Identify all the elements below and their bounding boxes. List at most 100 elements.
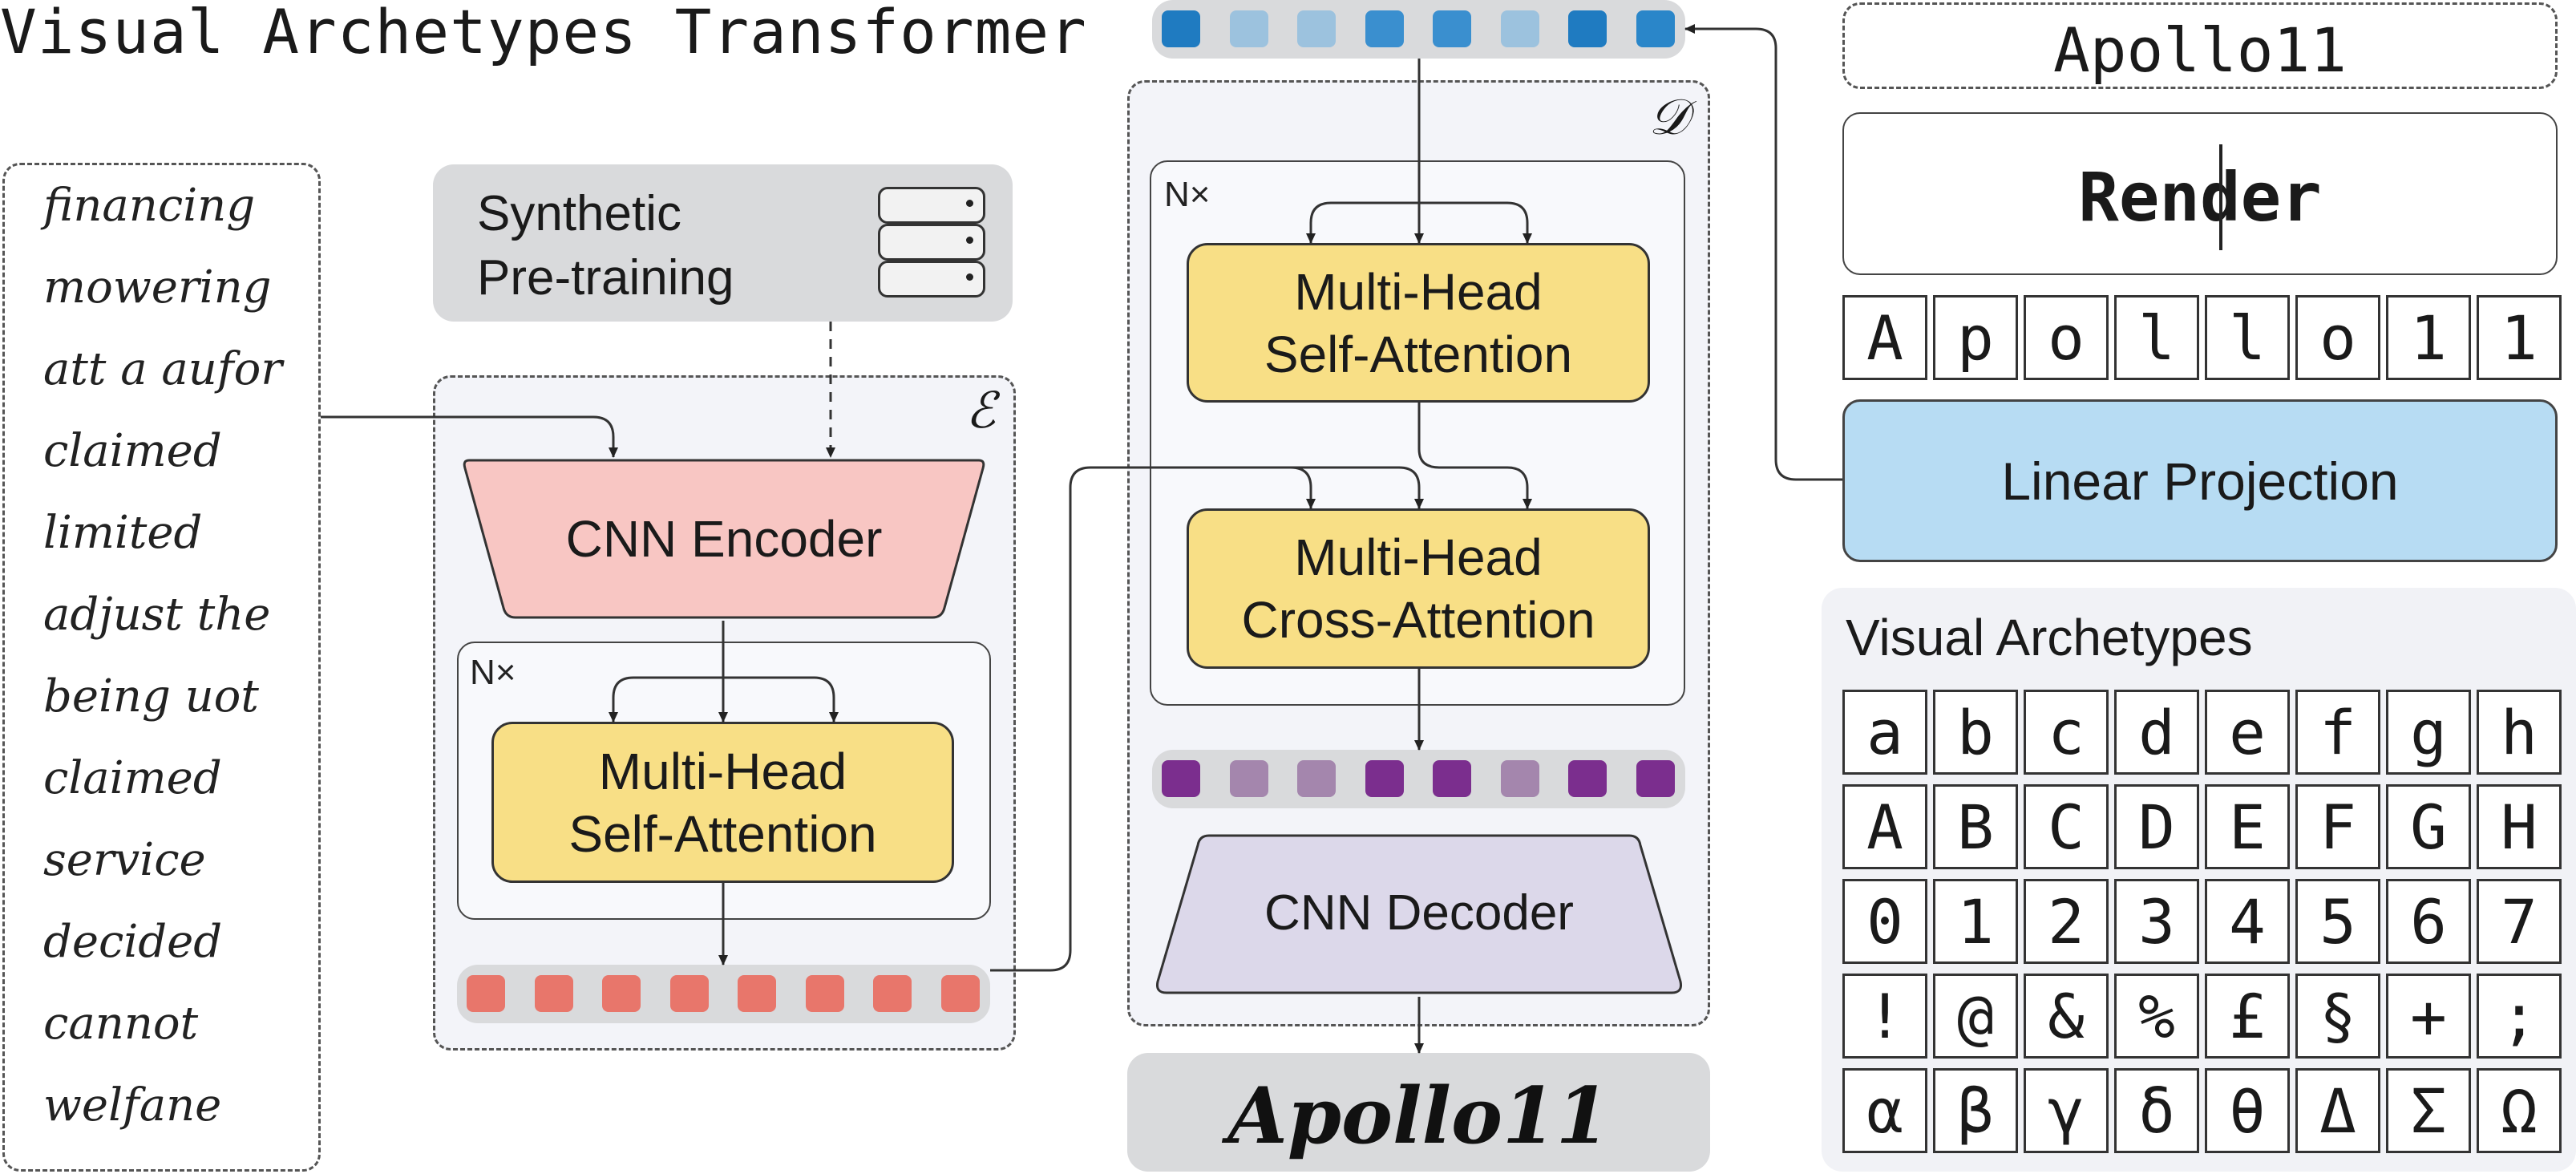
archetype-glyph: G (2386, 784, 2471, 869)
archetype-glyph: F (2295, 784, 2380, 869)
handwritten-sample: financing (43, 180, 256, 232)
generated-handwriting: Apollo11 (1227, 1071, 1610, 1161)
decoder-token (1636, 760, 1675, 797)
archetype-glyph: b (1933, 690, 2018, 775)
archetype-glyph: C (2024, 784, 2109, 869)
decoder-token (1162, 760, 1200, 797)
archetype-glyph: § (2295, 974, 2380, 1059)
database-disk-icon (878, 224, 985, 261)
rendered-character: A (1842, 295, 1927, 380)
handwritten-sample: claimed (43, 752, 222, 804)
decoder-self-attention: Multi-Head Self-Attention (1187, 243, 1650, 403)
archetype-glyph: h (2477, 690, 2562, 775)
projection-to-query-arrow (1684, 24, 1842, 481)
handwritten-sample: welfane (43, 1079, 222, 1131)
rendered-character: l (2205, 295, 2290, 380)
decoder-token (1433, 760, 1471, 797)
encoder-token (738, 975, 776, 1012)
render-box: Render (1842, 112, 2558, 275)
archetype-glyph: 2 (2024, 879, 2109, 964)
handwritten-sample: adjust the (43, 589, 271, 641)
archetype-glyph: δ (2114, 1068, 2199, 1153)
archetype-glyph: 1 (1933, 879, 2018, 964)
archetype-glyph: 0 (1842, 879, 1927, 964)
synthetic-pretraining-panel: Synthetic Pre-training (433, 164, 1013, 322)
archetype-glyph: Σ (2386, 1068, 2471, 1153)
archetype-glyph: @ (1933, 974, 2018, 1059)
archetype-glyph: Δ (2295, 1068, 2380, 1153)
archetype-glyph: f (2295, 690, 2380, 775)
query-token (1636, 10, 1675, 47)
archetype-glyph: £ (2205, 974, 2290, 1059)
handwritten-sample: cannot (43, 998, 199, 1050)
handwritten-samples-panel: financing mowering att a aufor claimed limit… (2, 163, 321, 1172)
archetype-glyph: + (2386, 974, 2471, 1059)
decoder-token (1568, 760, 1607, 797)
decoder-token-strip (1152, 750, 1685, 808)
rendered-character: o (2295, 295, 2380, 380)
decoder-cross-attention: Multi-Head Cross-Attention (1187, 508, 1650, 669)
query-token (1365, 10, 1404, 47)
decoder-token (1297, 760, 1336, 797)
handwritten-sample: decided (43, 916, 223, 968)
query-token (1297, 10, 1336, 47)
rendered-character: o (2024, 295, 2109, 380)
encoder-token (940, 975, 980, 1012)
handwritten-sample: att a aufor (43, 343, 283, 395)
linear-projection-block: Linear Projection (1842, 399, 2558, 562)
query-token (1162, 10, 1200, 47)
render-label: Render (2078, 158, 2322, 237)
archetype-glyph: β (1933, 1068, 2018, 1153)
query-text: Apollo11 (2052, 14, 2348, 86)
encoder-symbol: ℰ (965, 381, 996, 439)
cnn-encoder-label: CNN Encoder (565, 510, 883, 568)
archetype-glyph: D (2114, 784, 2199, 869)
query-token (1500, 10, 1539, 47)
handwritten-sample: limited (43, 507, 203, 559)
decoder-symbol: 𝒟 (1648, 87, 1688, 146)
database-disk-icon (878, 187, 985, 224)
decoder-token (1365, 760, 1404, 797)
archetype-glyph: ! (1842, 974, 1927, 1059)
encoder-token (467, 975, 505, 1012)
archetype-glyph: B (1933, 784, 2018, 869)
encoder-repeat-label: N× (470, 653, 516, 692)
cnn-decoder-trapezoid (1156, 834, 1682, 994)
archetype-glyph: 5 (2295, 879, 2380, 964)
archetype-glyph: A (1842, 784, 1927, 869)
query-token (1433, 10, 1471, 47)
rendered-character: 1 (2386, 295, 2471, 380)
diagram-title: Visual Archetypes Transformer (0, 0, 1087, 67)
decoder-token (1500, 760, 1539, 797)
handwritten-sample: claimed (43, 425, 222, 477)
handwritten-sample: being uot (43, 670, 259, 723)
archetype-glyph: c (2024, 690, 2109, 775)
archetype-glyph: Ω (2477, 1068, 2562, 1153)
rendered-character: 1 (2477, 295, 2562, 380)
decoder-repeat-label: N× (1164, 175, 1211, 214)
query-text-box: Apollo11 (1842, 2, 2558, 89)
encoder-token (534, 975, 573, 1012)
query-token-strip (1152, 0, 1685, 59)
encoder-token (602, 975, 641, 1012)
handwritten-sample: service (43, 834, 206, 886)
archetype-glyph: γ (2024, 1068, 2109, 1153)
encoder-token-strip (457, 965, 990, 1023)
visual-archetypes-title: Visual Archetypes (1846, 609, 2253, 666)
archetype-glyph: g (2386, 690, 2471, 775)
cnn-encoder-trapezoid (463, 459, 985, 619)
query-token (1568, 10, 1607, 47)
archetype-glyph: H (2477, 784, 2562, 869)
generated-output-image: Apollo11 (1127, 1053, 1710, 1172)
archetype-glyph: θ (2205, 1068, 2290, 1153)
archetype-glyph: 4 (2205, 879, 2290, 964)
archetype-glyph: 6 (2386, 879, 2471, 964)
rendered-character: l (2114, 295, 2199, 380)
cnn-decoder-label: CNN Decoder (1264, 885, 1574, 941)
handwritten-sample: mowering (43, 261, 272, 314)
decoder-token (1229, 760, 1268, 797)
archetype-glyph: 7 (2477, 879, 2562, 964)
